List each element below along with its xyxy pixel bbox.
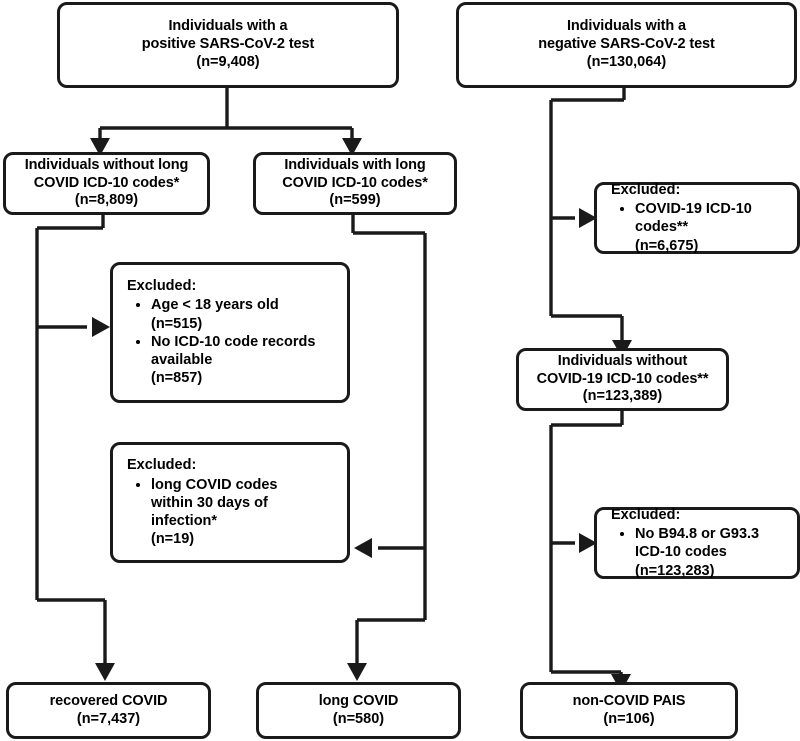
excluded-30days-header: Excluded: — [127, 457, 197, 474]
node-excluded-age-norecords[interactable]: Excluded: Age < 18 years old (n=515) No … — [110, 262, 350, 403]
node-excluded-within-30-days[interactable]: Excluded: long COVID codes within 30 day… — [110, 442, 350, 563]
excluded-age-item1-line1: Age < 18 years old — [151, 297, 279, 314]
excluded-b948-line1: No B94.8 or G93.3 — [635, 526, 760, 543]
excluded-norecords-line2: available — [151, 352, 213, 369]
node-without-covid19-codes[interactable]: Individuals without COVID-19 ICD-10 code… — [516, 348, 729, 411]
negative-test-line2: negative SARS-CoV-2 test — [538, 36, 715, 53]
without-covid19-count: (n=123,389) — [582, 388, 663, 405]
node-long-covid[interactable]: long COVID (n=580) — [256, 682, 461, 739]
excluded-b948-header: Excluded: — [611, 507, 681, 524]
excluded-30days-line2: within 30 days of — [151, 494, 268, 511]
excluded-b948-line2: ICD-10 codes — [635, 544, 727, 561]
long-covid-label: long COVID — [318, 692, 399, 709]
with-long-covid-line1: Individuals with long — [284, 156, 426, 173]
excluded-age-item: Age < 18 years old (n=515) — [151, 296, 315, 333]
excluded-b948-line3: (n=123,283) — [635, 562, 715, 579]
excluded-30days-line3: infection* — [151, 513, 218, 530]
recovered-covid-label: recovered COVID — [49, 692, 168, 709]
node-excluded-no-b948-g933[interactable]: Excluded: No B94.8 or G93.3 ICD-10 codes… — [594, 507, 800, 579]
without-long-covid-count: (n=8,809) — [74, 192, 139, 209]
recovered-covid-count: (n=7,437) — [76, 710, 141, 727]
node-non-covid-pais[interactable]: non-COVID PAIS (n=106) — [520, 682, 738, 739]
node-recovered-covid[interactable]: recovered COVID (n=7,437) — [6, 682, 211, 739]
excluded-covid19-item: COVID-19 ICD-10 codes** (n=6,675) — [635, 200, 752, 255]
excluded-b948-item: No B94.8 or G93.3 ICD-10 codes (n=123,28… — [635, 525, 759, 580]
excluded-norecords-item: No ICD-10 code records available (n=857) — [151, 333, 315, 388]
positive-test-line1: Individuals with a — [168, 18, 288, 35]
excluded-age-list: Age < 18 years old (n=515) No ICD-10 cod… — [113, 296, 315, 387]
node-without-long-covid-codes[interactable]: Individuals without long COVID ICD-10 co… — [3, 152, 210, 215]
positive-test-count: (n=9,408) — [196, 53, 260, 70]
excluded-age-item1-line2: (n=515) — [151, 315, 203, 332]
non-covid-pais-label: non-COVID PAIS — [572, 692, 686, 709]
node-with-long-covid-codes[interactable]: Individuals with long COVID ICD-10 codes… — [253, 152, 457, 215]
excluded-covid19-list: COVID-19 ICD-10 codes** (n=6,675) — [597, 200, 752, 255]
excluded-30days-item: long COVID codes within 30 days of infec… — [151, 476, 278, 549]
excluded-norecords-line3: (n=857) — [151, 370, 203, 387]
excluded-age-header: Excluded: — [127, 278, 197, 295]
negative-test-count: (n=130,064) — [586, 53, 667, 70]
node-excluded-covid19-codes[interactable]: Excluded: COVID-19 ICD-10 codes** (n=6,6… — [594, 182, 800, 254]
long-covid-count: (n=580) — [332, 710, 385, 727]
excluded-covid19-item1-line2: codes** — [635, 219, 689, 236]
excluded-b948-list: No B94.8 or G93.3 ICD-10 codes (n=123,28… — [597, 525, 759, 580]
excluded-norecords-line1: No ICD-10 code records — [151, 333, 316, 350]
without-long-covid-line1: Individuals without long — [24, 156, 189, 173]
excluded-covid19-header: Excluded: — [611, 182, 681, 199]
without-covid19-line1: Individuals without — [557, 352, 688, 369]
excluded-30days-list: long COVID codes within 30 days of infec… — [113, 476, 278, 549]
positive-test-line2: positive SARS-CoV-2 test — [141, 36, 315, 53]
with-long-covid-line2: COVID ICD-10 codes* — [282, 174, 428, 191]
node-negative-test[interactable]: Individuals with a negative SARS-CoV-2 t… — [456, 2, 797, 88]
without-long-covid-line2: COVID ICD-10 codes* — [33, 174, 180, 191]
without-covid19-line2: COVID-19 ICD-10 codes** — [536, 370, 709, 387]
excluded-covid19-item1-line1: COVID-19 ICD-10 — [635, 201, 752, 218]
excluded-30days-line4: (n=19) — [151, 531, 195, 548]
arrow-heads — [90, 138, 632, 692]
with-long-covid-count: (n=599) — [329, 192, 381, 209]
node-positive-test[interactable]: Individuals with a positive SARS-CoV-2 t… — [57, 2, 399, 88]
excluded-covid19-item1-line3: (n=6,675) — [635, 237, 699, 254]
negative-test-line1: Individuals with a — [566, 18, 687, 35]
excluded-30days-line1: long COVID codes — [151, 476, 278, 493]
non-covid-pais-count: (n=106) — [603, 710, 655, 727]
